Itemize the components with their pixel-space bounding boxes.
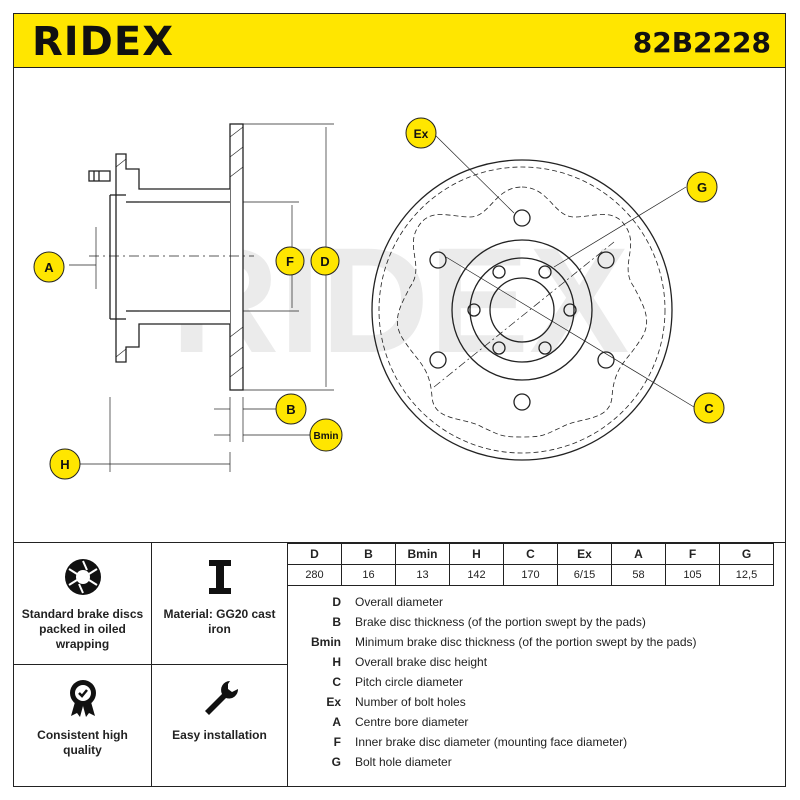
legend-desc: Minimum brake disc thickness (of the por…	[355, 635, 697, 649]
feature-label: Material: GG20 cast iron	[163, 607, 276, 636]
spec-header: D	[287, 543, 342, 565]
feature-packaging: Standard brake discs packed in oiled wra…	[14, 543, 151, 664]
feature-label: Consistent high quality	[37, 728, 128, 757]
legend-code: C	[332, 675, 341, 689]
part-number: 82B2228	[632, 26, 771, 59]
spec-value: 6/15	[557, 564, 612, 586]
spec-header: A	[611, 543, 666, 565]
callout-B: B	[275, 393, 307, 425]
feature-quality: Consistent high quality	[14, 664, 151, 785]
legend-desc: Bolt hole diameter	[355, 755, 452, 769]
spec-value: 105	[665, 564, 720, 586]
callout-H: H	[49, 448, 81, 480]
svg-text:A: A	[44, 260, 54, 275]
brand-logo: RIDEX	[32, 19, 175, 65]
legend-desc: Brake disc thickness (of the portion swe…	[355, 615, 646, 629]
spec-value: 280	[287, 564, 342, 586]
spec-header: C	[503, 543, 558, 565]
spec-header: Bmin	[395, 543, 450, 565]
drawing-svg: RIDEX	[33, 117, 725, 480]
spec-value: 16	[341, 564, 396, 586]
divider	[287, 543, 288, 786]
info-panel: Standard brake discs packed in oiled wra…	[13, 542, 786, 787]
svg-text:G: G	[697, 180, 707, 195]
callout-D: D	[310, 246, 340, 276]
callout-A: A	[33, 251, 65, 283]
callout-Bmin: Bmin	[309, 418, 343, 452]
svg-text:Bmin: Bmin	[314, 431, 339, 442]
divider	[14, 664, 287, 665]
spec-header: F	[665, 543, 720, 565]
legend-code: H	[332, 655, 341, 669]
spec-value: 13	[395, 564, 450, 586]
quality-badge-icon	[14, 678, 151, 718]
spec-header-row: D B Bmin H C Ex A F G	[287, 543, 774, 565]
spec-value: 142	[449, 564, 504, 586]
feature-label: Standard brake discs packed in oiled wra…	[21, 607, 144, 651]
spec-value-row: 280 16 13 142 170 6/15 58 105 12,5	[287, 564, 774, 586]
legend-desc: Number of bolt holes	[355, 695, 466, 709]
svg-text:C: C	[704, 401, 714, 416]
i-beam-icon	[151, 557, 288, 597]
svg-text:B: B	[286, 402, 295, 417]
spec-header: B	[341, 543, 396, 565]
side-section-view	[69, 123, 334, 472]
header-bar: RIDEX 82B2228	[13, 13, 786, 68]
wrench-icon	[151, 678, 288, 718]
legend-code: F	[333, 735, 341, 749]
callout-C: C	[693, 392, 725, 424]
legend-code: D	[332, 595, 341, 609]
front-view	[371, 133, 695, 461]
legend-desc: Overall brake disc height	[355, 655, 488, 669]
svg-text:H: H	[60, 457, 69, 472]
callout-F: F	[275, 246, 305, 276]
spec-value: 12,5	[719, 564, 774, 586]
spec-header: G	[719, 543, 774, 565]
feature-material: Material: GG20 cast iron	[151, 543, 288, 664]
legend-code: G	[331, 755, 341, 769]
legend-desc: Pitch circle diameter	[355, 675, 464, 689]
feature-label: Easy installation	[172, 728, 267, 742]
callout-Ex: Ex	[405, 117, 437, 149]
legend-desc: Inner brake disc diameter (mounting face…	[355, 735, 628, 749]
technical-drawing: RIDEX	[13, 67, 786, 543]
svg-text:Ex: Ex	[414, 127, 429, 141]
legend-code: B	[332, 615, 341, 629]
legend-desc: Centre bore diameter	[355, 715, 469, 729]
brake-disc-icon	[14, 557, 151, 597]
spec-header: H	[449, 543, 504, 565]
feature-installation: Easy installation	[151, 664, 288, 785]
svg-text:F: F	[286, 254, 294, 269]
legend-desc: Overall diameter	[355, 595, 444, 609]
legend-code: Bmin	[311, 635, 341, 649]
spec-value: 58	[611, 564, 666, 586]
spec-table: D B Bmin H C Ex A F G 280 16 13 142 170 …	[287, 543, 774, 586]
legend-code: A	[332, 715, 341, 729]
callout-G: G	[686, 171, 718, 203]
legend-code: Ex	[326, 695, 341, 709]
svg-text:D: D	[320, 254, 329, 269]
spec-value: 170	[503, 564, 558, 586]
spec-header: Ex	[557, 543, 612, 565]
